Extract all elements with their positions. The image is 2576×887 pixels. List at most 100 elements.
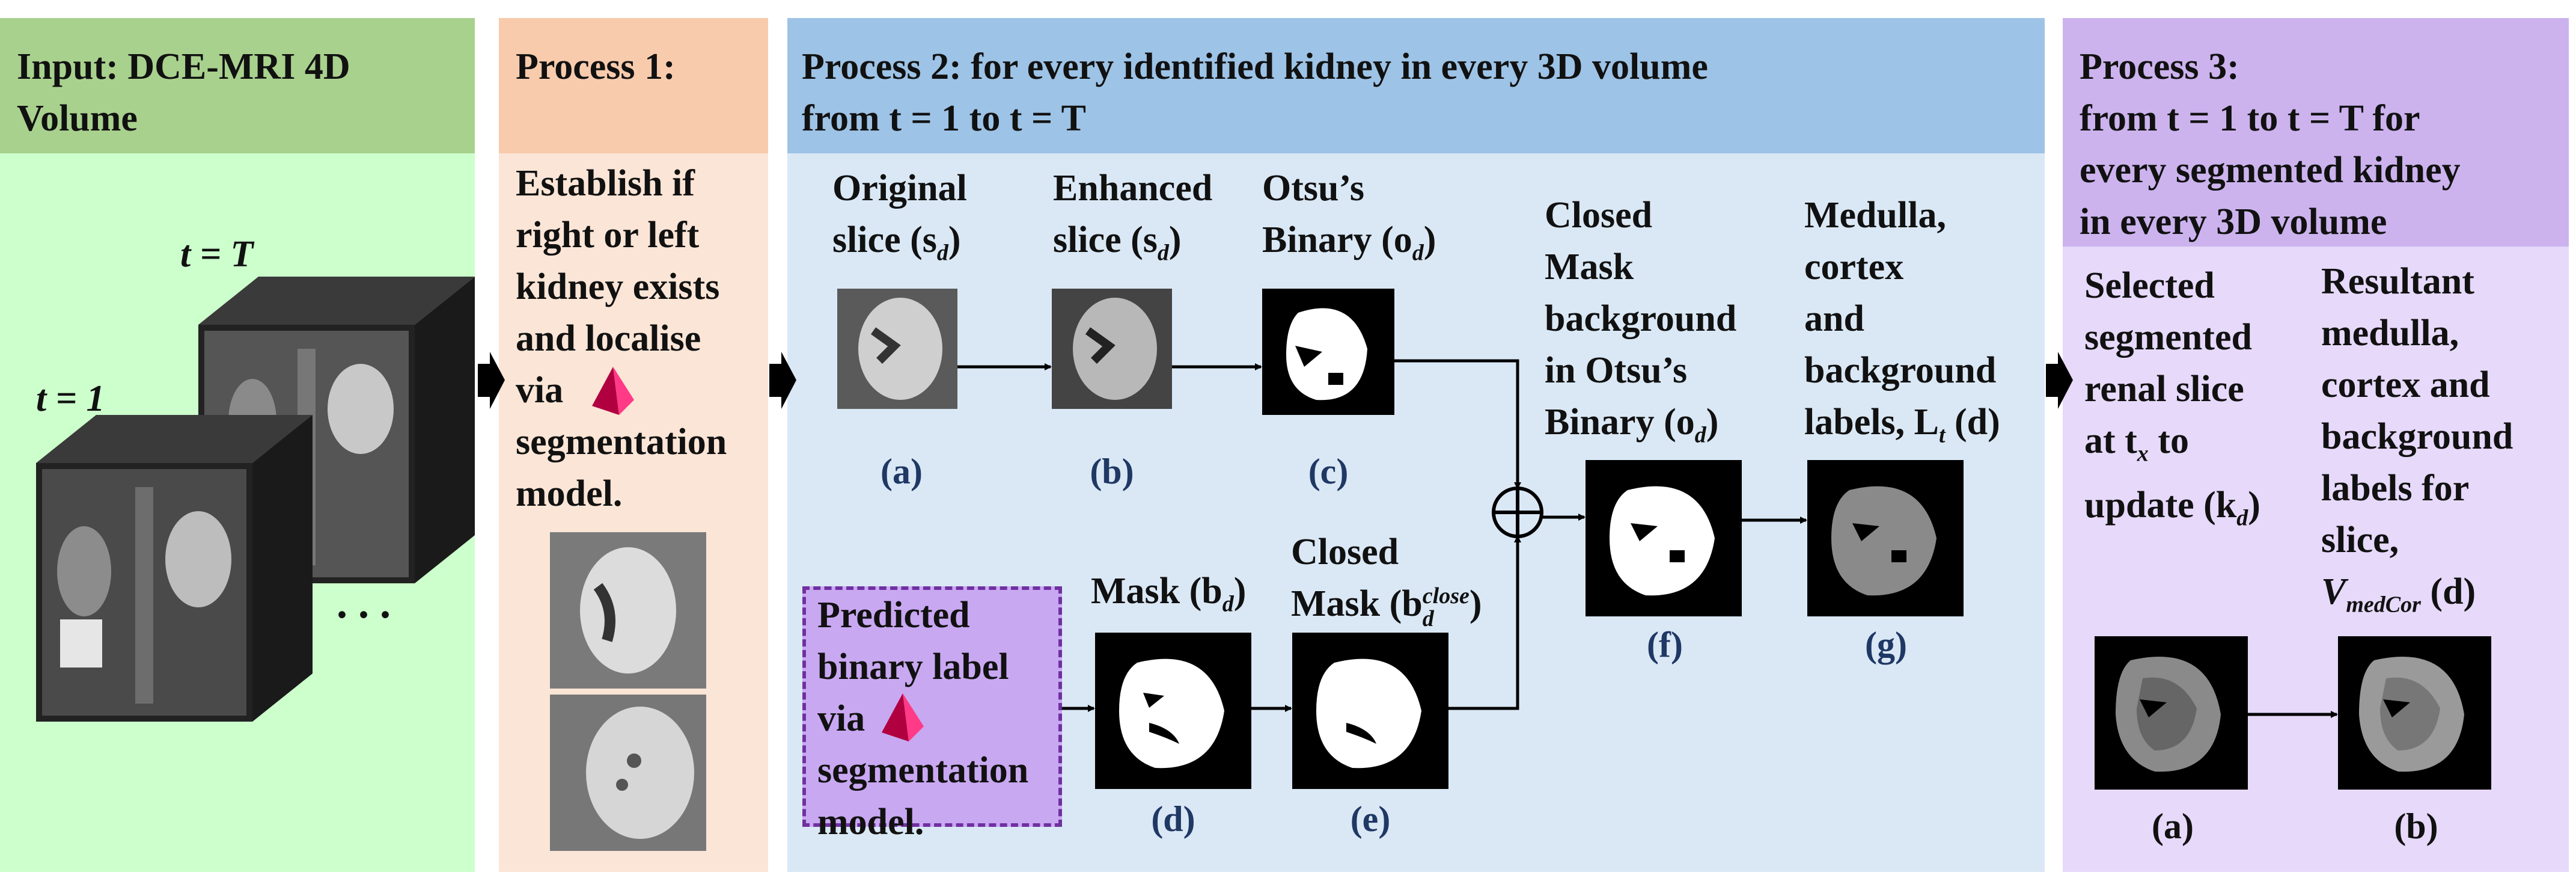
image-c-otsu-binary [1262,289,1394,415]
step-c-sub: d [1412,240,1424,266]
process1-title: Process 1: [499,18,768,93]
process3-left-text: Selected segmented renal slice at tx to … [2084,260,2260,544]
arrow-process2-to-process3 [2046,352,2073,409]
step-e-end: ) [1469,583,1482,624]
arrow-e-to-sum [1448,535,1521,710]
predicted-text: Predicted binary label via segmentation … [817,589,1028,848]
step-e-sup: close [1422,583,1470,609]
step-f-l5-end: ) [1706,402,1719,443]
ellipsis: . . . [337,579,391,627]
process3-right-text: Resultant medulla, cortex and background… [2321,256,2513,630]
predicted-line: model. [817,802,924,842]
process3-right-line: cortex and [2321,364,2490,405]
caption-c: (c) [1308,452,1349,491]
predicted-line: via [817,698,865,739]
process3-left-l4: at t [2084,420,2137,461]
process3-title: Process 3: from t = 1 to t = T for every… [2063,18,2569,248]
caption-g: (g) [1865,625,1907,664]
step-f-l5: Binary (o [1545,402,1695,443]
process1-line: Establish if [516,163,695,204]
process3-image-b [2338,636,2491,790]
process3-right-l7-sub: medCor [2346,592,2421,618]
image-f-closed-mask-background [1586,460,1742,616]
step-e-l2: Mask (b [1291,583,1423,624]
image-g-medulla-cortex-labels [1807,460,1964,616]
step-b-label-l2: slice (s [1053,219,1158,260]
process3-panel-header [2063,18,2569,247]
step-g-l5-end: (d) [1945,402,2000,443]
process2-panel-header [787,18,2045,153]
step-g-line: and [1804,298,1864,339]
step-c-label-end: ) [1423,219,1436,260]
step-g-line: cortex [1804,247,1904,287]
step-a-label-l1: Original [832,168,967,209]
process1-body: Establish if right or left kidney exists… [516,158,727,520]
process3-caption-a: (a) [2152,806,2194,846]
step-g-line: background [1804,350,1997,391]
process1-line: and localise [516,318,701,359]
step-f-line: Mask [1545,247,1634,287]
process3-left-line: renal slice [2084,369,2244,410]
process3-right-line: slice, [2321,520,2399,560]
process3-left-l5-end: ) [2248,485,2260,526]
process3-left-l5: update (k [2084,485,2237,526]
process3-left-line: Selected [2084,265,2215,306]
step-d-sub: d [1222,591,1234,617]
process1-line: kidney exists [516,266,720,307]
step-a-label: Original slice (sd) [832,162,967,278]
predicted-line: binary label [817,646,1009,687]
process3-title-line4: in every 3D volume [2080,201,2387,242]
predicted-line: segmentation [817,750,1029,791]
image-b-enhanced-slice [1052,289,1172,409]
process3-right-l7: V [2321,571,2346,612]
step-e-sub: d [1422,606,1434,631]
process3-right-l7-end: (d) [2420,571,2476,612]
arrow-c-to-sum [1394,359,1521,490]
image-a-original-slice [837,289,957,409]
step-d-l1: Mask (b [1091,571,1222,612]
arrow-process1-to-process2 [769,352,796,409]
step-b-label-end: ) [1168,219,1182,260]
process2-title-line2: from t = 1 to t = T [802,98,1087,139]
input-title: Input: DCE-MRI 4D Volume [0,18,475,144]
process1-crop-top [550,532,706,689]
process3-right-line: Resultant [2321,261,2474,302]
process3-caption-b: (b) [2394,806,2438,846]
process3-left-l5-sub: d [2236,505,2248,531]
process3-right-line: medulla, [2321,313,2459,354]
step-f-label: Closed Mask background in Otsu’s Binary … [1545,189,1736,461]
pyramid-icon [592,367,634,415]
t-1-label: t = 1 [36,378,105,419]
caption-e: (e) [1350,799,1391,839]
process3-title-line1: Process 3: [2080,46,2239,87]
input-title-line1: Input: DCE-MRI 4D [17,46,350,87]
process3-left-l4-sub: x [2137,441,2149,467]
input-panel-header [0,18,475,153]
process1-line: model. [516,473,623,514]
step-b-sub: d [1157,240,1169,266]
predicted-box [802,586,1062,827]
process3-image-a [2095,636,2248,790]
step-g-line: Medulla, [1804,195,1946,236]
step-a-label-end: ) [948,219,961,260]
step-g-sub: t [1938,422,1946,448]
step-c-label: Otsu’s Binary (od) [1262,162,1436,278]
step-d-label: Mask (bd) [1091,565,1246,630]
predicted-line: Predicted [817,595,970,636]
caption-d: (d) [1151,799,1195,839]
step-a-label-l2: slice (s [832,219,937,260]
process3-left-l4-end: to [2148,420,2189,461]
step-f-line: background [1545,298,1737,339]
process1-crop-bottom [550,695,706,851]
step-f-line: in Otsu’s [1545,350,1688,391]
process1-line: segmentation [516,422,727,462]
arrow-input-to-process1 [478,352,505,409]
process1-panel-header [499,18,768,153]
process3-title-line3: every segmented kidney [2080,150,2461,191]
process3-left-line: segmented [2084,317,2252,358]
step-c-label-l1: Otsu’s [1262,168,1364,209]
step-b-label-l1: Enhanced [1053,168,1213,209]
process3-right-line: labels for [2321,468,2470,509]
